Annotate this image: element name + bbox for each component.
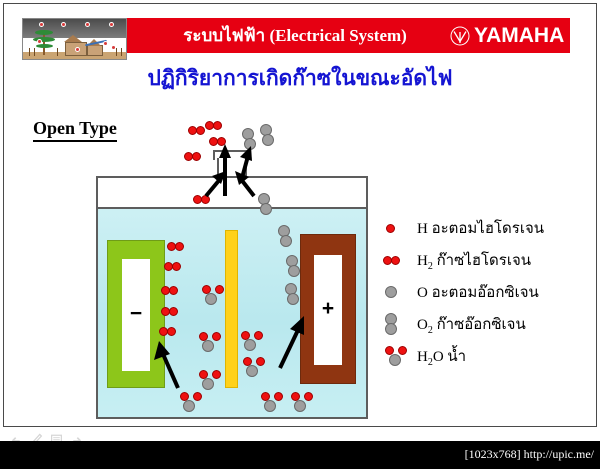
village-flower-icon: [109, 22, 114, 27]
village-flower-icon: [61, 22, 66, 27]
oxygen-gas-molecule: [288, 265, 300, 277]
village-fence: [29, 48, 30, 56]
hydrogen-flow-arrow: [154, 341, 180, 389]
village-flower-icon: [85, 22, 90, 27]
village-fence: [57, 48, 58, 56]
village-tree-icon: [36, 44, 53, 48]
hydrogen-gas-molecule: [169, 307, 178, 316]
positive-plate: +: [300, 234, 356, 384]
negative-plate-core: [122, 259, 150, 371]
separator-plate: [225, 230, 238, 388]
oxygen-atom-icon: [383, 279, 417, 305]
header-band: [127, 18, 570, 53]
oxygen-gas-icon: [383, 311, 417, 337]
legend-label: H อะตอมไฮโดรเจน: [417, 221, 545, 237]
oxygen-atom: [262, 134, 274, 146]
hydrogen-atom-icon: [383, 215, 417, 241]
village-house-icon: [64, 35, 82, 42]
legend: H อะตอมไฮโดรเจน H2 ก๊าซไฮโดรเจน O อะตอมอ…: [383, 212, 588, 372]
village-flower-icon: [75, 47, 80, 52]
page-title: ระบบไฟฟ้า (Electrical System): [183, 26, 407, 45]
negative-plate: −: [107, 240, 165, 388]
footer-bar: [0, 441, 600, 469]
legend-label: H2O น้ำ: [417, 349, 467, 368]
negative-sign: −: [129, 302, 143, 325]
village-fence: [34, 48, 35, 56]
legend-item-hydrogen-atom: H อะตอมไฮโดรเจน: [383, 212, 588, 244]
hydrogen-atom: [196, 126, 205, 135]
electrolyte-surface-line: [98, 207, 366, 209]
hydrogen-gas-molecule: [172, 262, 181, 271]
village-tree-icon: [43, 31, 45, 55]
yamaha-wordmark: YAMAHA: [474, 24, 565, 47]
hydrogen-gas-molecule: [167, 327, 176, 336]
legend-item-oxygen-atom: O อะตอมอ๊อกซิเจน: [383, 276, 588, 308]
water-molecule-icon: [383, 343, 417, 369]
village-flower-icon: [103, 41, 108, 46]
slide-subtitle: ปฏิกิริยาการเกิดก๊าซในขณะอัดไฟ: [147, 66, 453, 90]
yamaha-tuning-fork-icon: [450, 26, 470, 46]
hydrogen-atom: [217, 137, 226, 146]
footer-caption: [1023x768] http://upic.me/: [465, 447, 594, 462]
legend-label: O อะตอมอ๊อกซิเจน: [417, 285, 539, 301]
open-type-label: Open Type: [33, 118, 117, 142]
hydrogen-gas-molecule: [175, 242, 184, 251]
village-house-icon: [87, 45, 103, 56]
legend-label: O2 ก๊าซอ๊อกซิเจน: [417, 317, 526, 336]
hydrogen-atom: [213, 121, 222, 130]
hydrogen-gas-icon: [383, 247, 417, 273]
gas-escape-arrows: [204, 144, 256, 198]
village-tree-icon: [35, 30, 53, 35]
image-resolution: [1023x768]: [464, 447, 521, 461]
village-flower-icon: [111, 45, 116, 50]
village-flower-icon: [39, 22, 44, 27]
positive-sign: +: [321, 297, 335, 320]
oxygen-gas-molecule: [287, 293, 299, 305]
yamaha-logo: YAMAHA: [450, 24, 564, 48]
village-fence: [116, 48, 117, 56]
legend-label: H2 ก๊าซไฮโดรเจน: [417, 253, 532, 272]
hydrogen-gas-molecule: [169, 286, 178, 295]
legend-item-water: H2O น้ำ: [383, 340, 588, 372]
village-flower-icon: [37, 39, 42, 44]
village-tree-icon: [33, 37, 55, 42]
hydrogen-atom: [192, 152, 201, 161]
oxygen-gas-molecule: [280, 235, 292, 247]
source-url: http://upic.me/: [523, 447, 594, 461]
positive-plate-core: [314, 255, 342, 365]
legend-item-oxygen-gas: O2 ก๊าซอ๊อกซิเจน: [383, 308, 588, 340]
village-scene-image: [22, 18, 127, 60]
legend-item-hydrogen-gas: H2 ก๊าซไฮโดรเจน: [383, 244, 588, 276]
village-fence: [121, 48, 122, 56]
oxygen-atom: [260, 203, 272, 215]
oxygen-flow-arrow: [278, 316, 304, 369]
